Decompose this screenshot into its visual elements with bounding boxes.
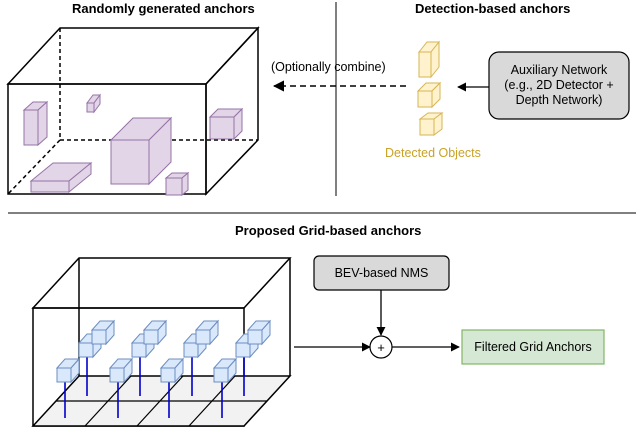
random-anchor-1	[22, 100, 49, 147]
random-anchor-cubes	[22, 93, 244, 197]
random-anchors-title: Randomly generated anchors	[72, 1, 255, 16]
grid-anchor-front-3	[159, 357, 185, 384]
auxiliary-network-text: Auxiliary Network (e.g., 2D Detector + D…	[489, 52, 629, 119]
detected-objects-label: Detected Objects	[385, 146, 481, 160]
detection-anchors-title: Detection-based anchors	[415, 1, 571, 16]
bev-nms-text: BEV-based NMS	[334, 265, 429, 280]
grid-anchors-title: Proposed Grid-based anchors	[235, 223, 422, 238]
grid-anchor-top-1	[90, 319, 116, 346]
random-anchor-6	[164, 171, 190, 197]
grid-anchor-top-3	[194, 319, 220, 346]
auxiliary-network-line-3: Depth Network)	[515, 93, 603, 107]
grid-anchor-top-2	[142, 319, 168, 346]
random-anchor-4	[29, 161, 93, 194]
grid-floor	[31, 375, 292, 427]
detected-object-cubes	[416, 40, 444, 136]
detected-object-1	[417, 40, 441, 79]
random-anchors-box	[6, 26, 260, 196]
random-anchor-5	[208, 107, 244, 141]
combine-label: (Optionally combine)	[271, 60, 386, 74]
plus-symbol: +	[377, 339, 385, 355]
auxiliary-network-line-2: (e.g., 2D Detector +	[504, 78, 614, 92]
grid-anchor-front-2	[108, 357, 134, 384]
filtered-grid-anchors-box	[461, 329, 605, 365]
auxiliary-network-line-1: Auxiliary Network	[510, 63, 608, 77]
grid-anchor-front-4	[212, 357, 238, 384]
detected-object-3	[418, 112, 444, 136]
random-anchor-2	[86, 93, 101, 114]
auxiliary-network-box	[488, 51, 630, 120]
filtered-grid-anchors-text: Filtered Grid Anchors	[474, 339, 592, 354]
grid-anchor-cubes	[55, 319, 272, 418]
random-anchor-3	[109, 116, 173, 186]
detected-object-2	[416, 81, 442, 109]
grid-anchor-top-4	[246, 319, 272, 346]
grid-anchor-front-1	[55, 357, 81, 384]
